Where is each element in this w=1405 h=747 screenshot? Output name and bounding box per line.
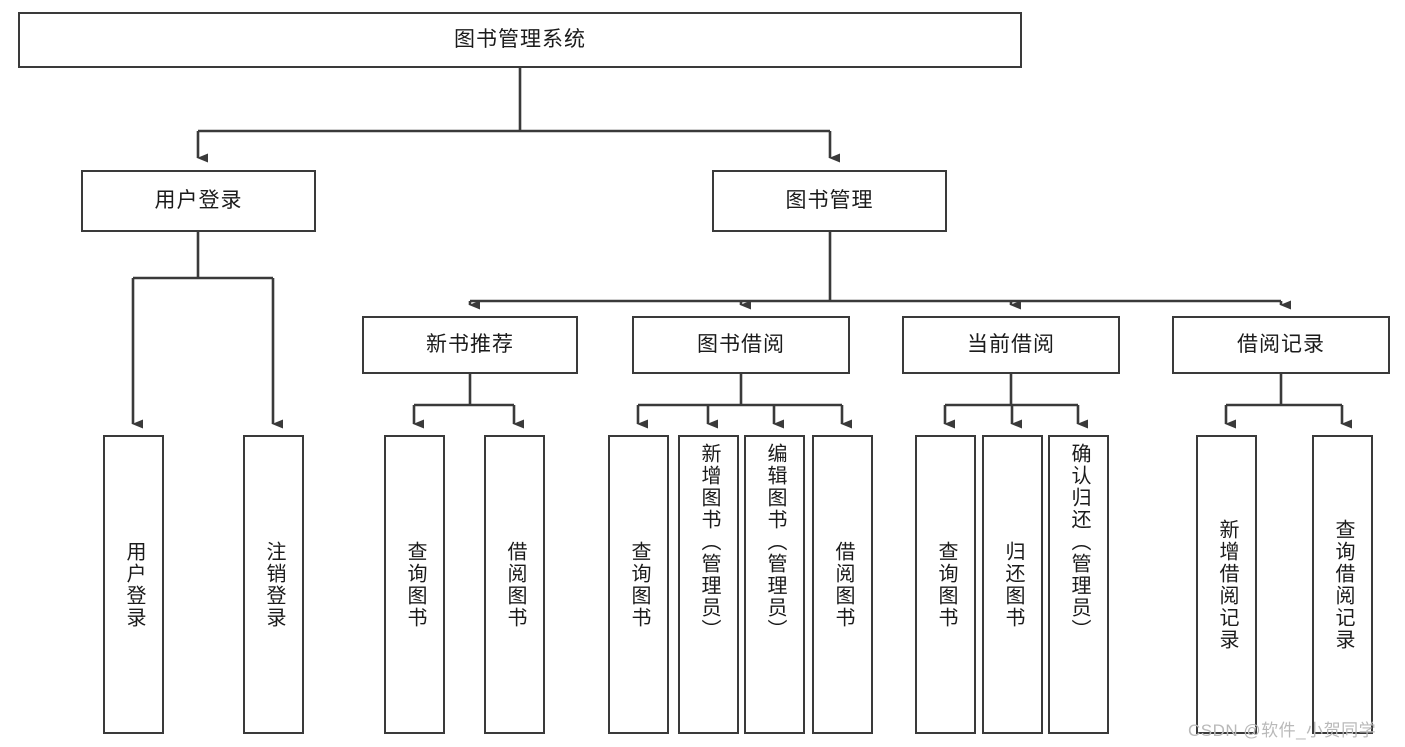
leaf-add-book-label: 新增图书（管理员） [698,443,720,641]
leaf-query-book-3-label: 查询图书 [935,540,957,629]
leaf-borrow-book-1-label: 借阅图书 [504,540,526,629]
leaf-logout-login-label: 注销登录 [263,540,285,629]
leaf-borrow-book-2-label: 借阅图书 [832,540,854,629]
leaf-edit-book-label: 编辑图书（管理员） [764,443,786,641]
node-user-login[interactable]: 用户登录 [81,170,316,232]
leaf-query-book-3[interactable]: 查询图书 [915,435,976,734]
node-new-book-recommend-label: 新书推荐 [426,333,514,357]
leaf-query-book-1-label: 查询图书 [404,540,426,629]
node-new-book-recommend[interactable]: 新书推荐 [362,316,578,374]
node-user-login-label: 用户登录 [154,189,243,213]
leaf-edit-book[interactable]: 编辑图书（管理员） [744,435,805,734]
leaf-confirm-return[interactable]: 确认归还（管理员） [1048,435,1109,734]
leaf-logout-login[interactable]: 注销登录 [243,435,304,734]
node-borrow-record-label: 借阅记录 [1237,333,1325,357]
leaf-add-book[interactable]: 新增图书（管理员） [678,435,739,734]
leaf-confirm-return-label: 确认归还（管理员） [1068,443,1090,641]
csdn-watermark: CSDN @软件_小贺同学 [1188,721,1377,740]
node-book-manage-label: 图书管理 [785,189,874,213]
leaf-query-book-2-label: 查询图书 [628,540,650,629]
node-root-label: 图书管理系统 [454,28,586,52]
node-book-borrow[interactable]: 图书借阅 [632,316,850,374]
leaf-borrow-book-1[interactable]: 借阅图书 [484,435,545,734]
node-book-borrow-label: 图书借阅 [697,333,785,357]
leaf-add-record[interactable]: 新增借阅记录 [1196,435,1257,734]
leaf-add-record-label: 新增借阅记录 [1216,518,1238,651]
leaf-user-login[interactable]: 用户登录 [103,435,164,734]
leaf-query-book-1[interactable]: 查询图书 [384,435,445,734]
leaf-borrow-book-2[interactable]: 借阅图书 [812,435,873,734]
node-root[interactable]: 图书管理系统 [18,12,1022,68]
node-current-borrow[interactable]: 当前借阅 [902,316,1120,374]
node-current-borrow-label: 当前借阅 [967,333,1055,357]
leaf-query-record-label: 查询借阅记录 [1332,518,1354,651]
node-book-manage[interactable]: 图书管理 [712,170,947,232]
leaf-query-book-2[interactable]: 查询图书 [608,435,669,734]
leaf-return-book[interactable]: 归还图书 [982,435,1043,734]
leaf-user-login-label: 用户登录 [123,540,145,629]
leaf-query-record[interactable]: 查询借阅记录 [1312,435,1373,734]
node-borrow-record[interactable]: 借阅记录 [1172,316,1390,374]
leaf-return-book-label: 归还图书 [1002,540,1024,629]
